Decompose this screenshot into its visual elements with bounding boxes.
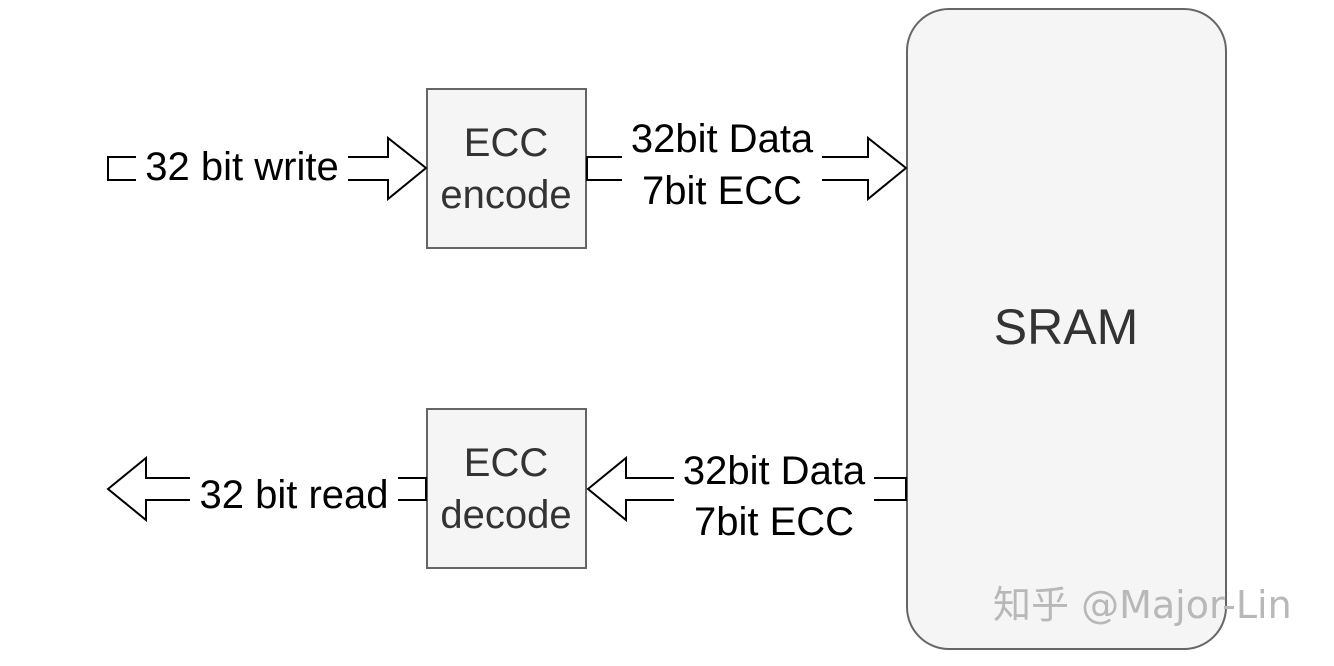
ecc-encode-label-line1: ECC — [464, 121, 548, 165]
sram-label: SRAM — [994, 299, 1138, 355]
watermark: 知乎 @Major-Lin — [993, 583, 1292, 627]
ecc-decode-box — [426, 408, 587, 569]
sram-to-decode-label-line1: 32bit Data — [683, 449, 866, 493]
ecc-decode-label-line2: decode — [440, 493, 571, 537]
write-label-bg — [136, 140, 348, 192]
sram-to-decode-label-line2: 7bit ECC — [694, 500, 854, 544]
write-label: 32 bit write — [145, 145, 338, 189]
ecc-encode-box — [426, 88, 587, 249]
ecc-encode-label-line2: encode — [440, 173, 571, 217]
sram-to-decode-label-bg — [674, 444, 874, 548]
read-label: 32 bit read — [199, 473, 388, 517]
read-label-bg — [190, 468, 398, 520]
encode-to-sram-label-line2: 7bit ECC — [642, 169, 802, 213]
encode-to-sram-label-bg — [622, 112, 822, 216]
sram-block — [906, 8, 1227, 650]
ecc-decode-label-line1: ECC — [464, 441, 548, 485]
encode-to-sram-label-line1: 32bit Data — [631, 117, 814, 161]
